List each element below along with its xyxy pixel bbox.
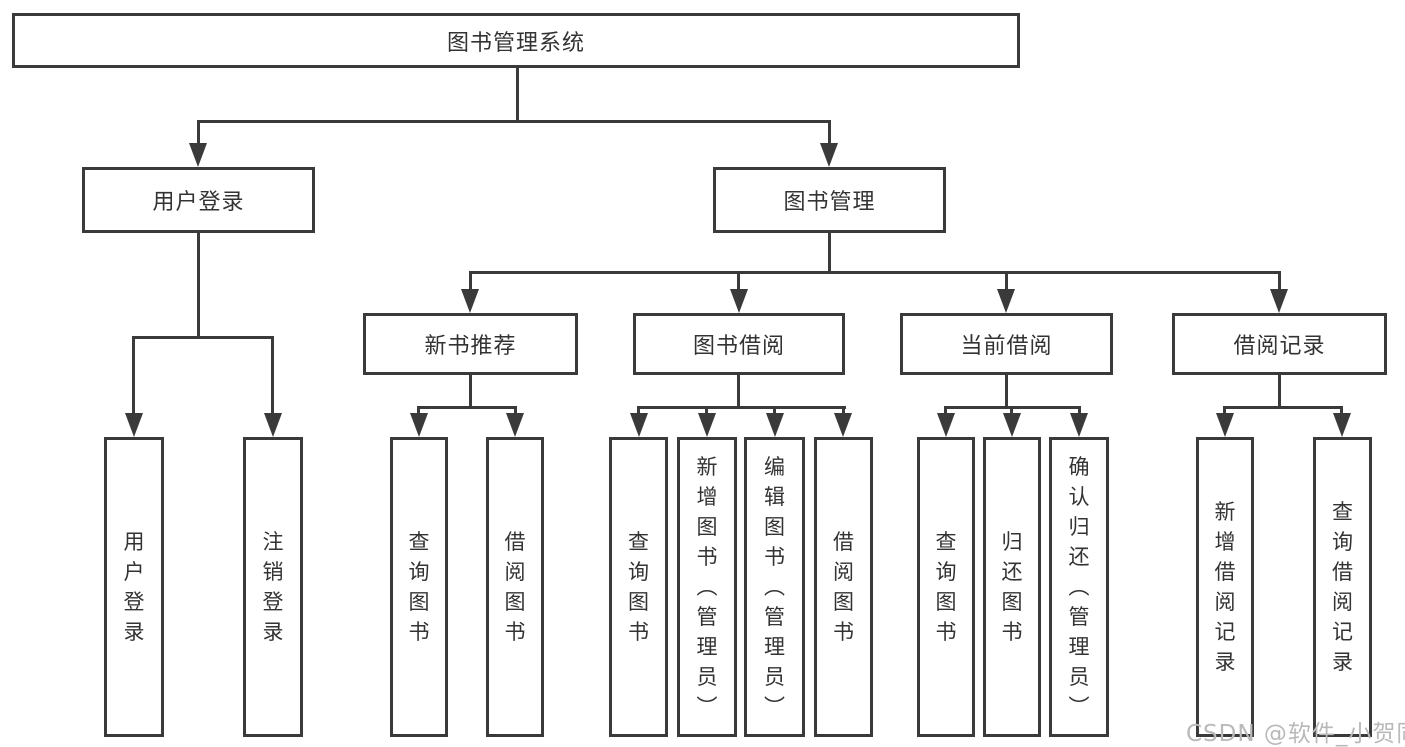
connector-g1-down [469,375,472,406]
node-book-management-label: 图书管理 [783,190,876,215]
connector-g2-rail [637,406,846,409]
node-book-management-system-label: 图书管理系统 [446,30,585,56]
connector-root-stem [516,68,519,120]
connector-g3-leaf2-stem [1010,406,1013,418]
leaf-return-books-label: 归还图书 [1001,530,1023,644]
leaf-borrow-books-2-label: 借阅图书 [833,530,854,644]
leaf-query-books-1-label: 查询图书 [408,530,430,644]
leaf-borrow-books-1: 借阅图书 [486,437,544,737]
connector-g2-leaf3-stem [773,406,776,418]
leaf-logout-label: 注销登录 [262,530,284,644]
arrow-g2-leaf3 [766,413,784,437]
node-book-management: 图书管理 [713,167,946,233]
arrow-g3-leaf3 [1070,413,1088,437]
connector-current-borrow-stem [1005,271,1008,292]
leaf-confirm-return-admin: 确认归还︵管理员︶ [1049,437,1109,737]
arrow-to-book-mgmt [820,143,838,167]
leaf-user-login: 用户登录 [104,437,164,737]
leaf-query-books-3: 查询图书 [917,437,975,737]
leaf-add-borrow-record-label: 新增借阅记录 [1214,500,1236,674]
arrow-g1-leaf2 [506,413,524,437]
connector-user-login-down [197,233,200,336]
leaf-return-books: 归还图书 [983,437,1041,737]
connector-new-book-stem [469,271,472,292]
connector-g3-leaf1-stem [944,406,947,418]
node-borrowing-records: 借阅记录 [1172,313,1387,375]
leaf-add-books-admin: 新增图书︵管理员︶ [677,437,737,737]
connector-g1-rail [417,406,517,409]
leaf-query-books-1: 查询图书 [390,437,448,737]
leaf-add-borrow-record: 新增借阅记录 [1196,437,1254,737]
arrow-to-borrowing-records [1270,289,1288,313]
leaf-query-books-2-label: 查询图书 [628,530,649,644]
connector-g4-leaf2-stem [1340,406,1343,418]
arrow-g3-leaf2 [1003,413,1021,437]
connector-g2-leaf4-stem [842,406,845,418]
node-user-login: 用户登录 [82,167,315,233]
arrow-to-book-borrowing [730,289,748,313]
connector-g4-rail [1223,406,1343,409]
connector-g3-down [1005,375,1008,406]
arrow-g4-leaf1 [1216,413,1234,437]
connector-book-mgmt-stem [828,120,831,148]
connector-g2-leaf1-stem [637,406,640,418]
leaf-query-books-2: 查询图书 [609,437,668,737]
connector-leaf-user-login-stem [132,336,135,416]
node-borrowing-records-label: 借阅记录 [1233,334,1326,359]
node-book-management-system: 图书管理系统 [12,13,1020,68]
connector-borrow-record-stem [1278,271,1281,292]
connector-user-login-rail [132,336,274,339]
connector-book-borrow-stem [737,271,740,292]
leaf-logout: 注销登录 [243,437,303,737]
leaf-edit-books-admin-label: 编辑图书︵管理员︶ [764,455,785,719]
arrow-to-user-login [189,143,207,167]
node-new-book-recommend-label: 新书推荐 [424,334,517,359]
connector-g2-leaf2-stem [705,406,708,418]
arrow-to-leaf-logout [264,413,282,437]
leaf-edit-books-admin: 编辑图书︵管理员︶ [744,437,805,737]
arrow-to-leaf-user-login [125,413,143,437]
arrow-g3-leaf1 [937,413,955,437]
leaf-borrow-books-2: 借阅图书 [814,437,873,737]
node-user-login-label: 用户登录 [152,190,245,215]
connector-g2-down [737,375,740,406]
leaf-user-login-label: 用户登录 [123,530,145,644]
connector-user-login-stem [197,120,200,148]
arrow-to-current-borrowing [997,289,1015,313]
leaf-borrow-books-1-label: 借阅图书 [504,530,526,644]
connector-level1-rail [197,120,831,123]
arrow-g1-leaf1 [410,413,428,437]
node-current-borrowing: 当前借阅 [900,313,1113,375]
connector-g4-leaf1-stem [1223,406,1226,418]
leaf-query-borrow-record-label: 查询借阅记录 [1332,500,1353,674]
node-current-borrowing-label: 当前借阅 [960,334,1053,359]
arrow-g2-leaf4 [834,413,852,437]
leaf-query-books-3-label: 查询图书 [935,530,957,644]
connector-leaf-logout-stem [271,336,274,416]
leaf-query-borrow-record: 查询借阅记录 [1313,437,1372,737]
leaf-confirm-return-admin-label: 确认归还︵管理员︶ [1068,455,1090,719]
node-new-book-recommend: 新书推荐 [363,313,578,375]
connector-level2-rail [469,271,1281,274]
node-book-borrowing-label: 图书借阅 [692,334,785,359]
arrow-g2-leaf1 [630,413,648,437]
connector-g1-leaf2-stem [514,406,517,418]
arrow-g4-leaf2 [1333,413,1351,437]
arrow-g2-leaf2 [698,413,716,437]
connector-g4-down [1278,375,1281,406]
connector-book-mgmt-down [828,233,831,271]
connector-g1-leaf1-stem [417,406,420,418]
node-book-borrowing: 图书借阅 [633,313,845,375]
csdn-watermark: CSDN @软件_小贺同学 [1186,721,1405,747]
connector-g3-leaf3-stem [1078,406,1081,418]
arrow-to-new-book-recommend [461,289,479,313]
leaf-add-books-admin-label: 新增图书︵管理员︶ [696,455,718,719]
